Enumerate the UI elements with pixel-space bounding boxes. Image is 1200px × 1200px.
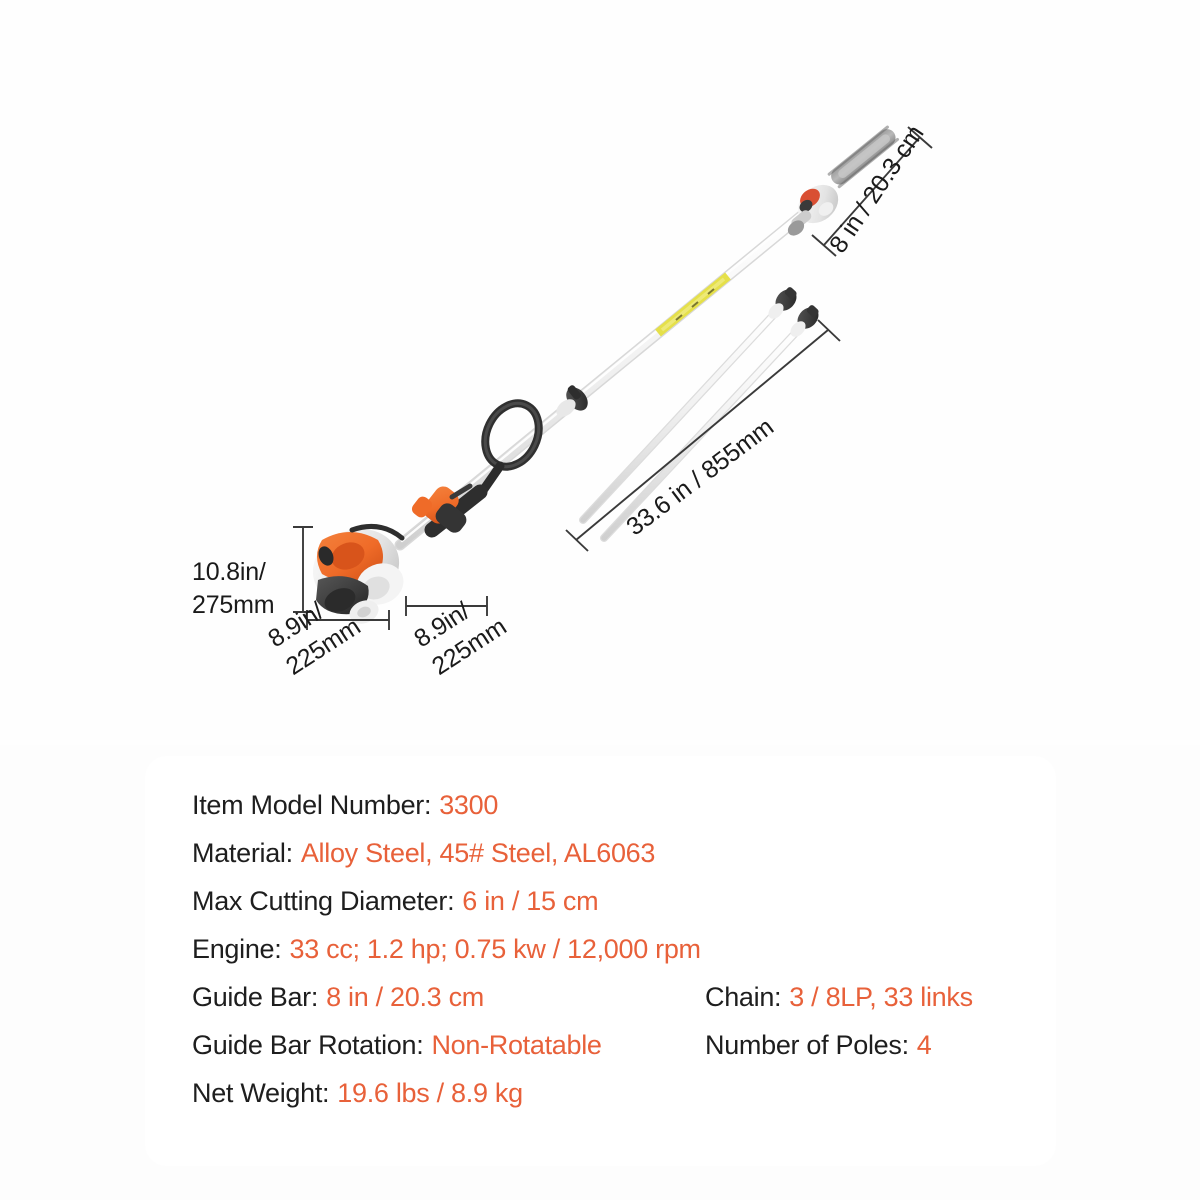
dim-line-pole [565, 319, 841, 552]
dim-line-engine-height [293, 526, 313, 613]
spec-item: Item Model Number: 3300 [192, 790, 705, 821]
spec-value: 33 cc; 1.2 hp; 0.75 kw / 12,000 rpm [289, 934, 701, 964]
spec-label: Max Cutting Diameter: [192, 886, 455, 916]
dimension-label-engine-height: 10.8in/ 275mm [192, 556, 275, 622]
spec-row: Material: Alloy Steel, 45# Steel, AL6063 [192, 838, 1056, 886]
spec-row: Max Cutting Diameter: 6 in / 15 cm [192, 886, 1056, 934]
dim-line-engine-width-1 [306, 610, 390, 630]
spec-item: Number of Poles: 4 [705, 1030, 932, 1061]
spec-label: Material: [192, 838, 293, 868]
spec-item: Engine: 33 cc; 1.2 hp; 0.75 kw / 12,000 … [192, 934, 705, 965]
spec-value: 3 / 8LP, 33 links [789, 982, 973, 1012]
dim-line-engine-width-2 [405, 596, 488, 616]
spec-label: Guide Bar Rotation: [192, 1030, 424, 1060]
dimension-label-engine-height-line1: 10.8in/ [192, 558, 266, 586]
spec-row: Item Model Number: 3300 [192, 790, 1056, 838]
engine-block [312, 523, 405, 624]
product-image-figure: 8 in / 20.3 cm 33.6 in / 855mm 10.8in/ 2… [192, 120, 933, 681]
throttle-grip [411, 483, 488, 538]
spec-item: Material: Alloy Steel, 45# Steel, AL6063 [192, 838, 705, 869]
spec-value: Alloy Steel, 45# Steel, AL6063 [300, 838, 656, 868]
spec-item: Guide Bar: 8 in / 20.3 cm [192, 982, 705, 1013]
spec-label: Item Model Number: [192, 790, 432, 820]
spec-value: Non-Rotatable [431, 1030, 602, 1060]
spec-value: 3300 [439, 790, 499, 820]
pole-coupler-2 [790, 305, 819, 337]
extension-poles [579, 287, 819, 542]
spec-label: Engine: [192, 934, 282, 964]
dim-line-guide-bar [811, 126, 933, 257]
spec-item: Guide Bar Rotation: Non-Rotatable [192, 1030, 705, 1061]
spec-value: 8 in / 20.3 cm [326, 982, 484, 1012]
spec-label: Number of Poles: [705, 1030, 909, 1060]
spec-label: Chain: [705, 982, 782, 1012]
spec-row: Engine: 33 cc; 1.2 hp; 0.75 kw / 12,000 … [192, 934, 1056, 982]
spec-row: Guide Bar: 8 in / 20.3 cm Chain: 3 / 8LP… [192, 982, 1056, 1030]
specification-card: Item Model Number: 3300 Material: Alloy … [145, 756, 1056, 1166]
spec-item: Chain: 3 / 8LP, 33 links [705, 982, 973, 1013]
spec-row: Guide Bar Rotation: Non-Rotatable Number… [192, 1030, 1056, 1078]
pruner-head-group [787, 125, 900, 236]
pole-coupler-1 [768, 287, 797, 319]
shaft-warning-decal [655, 272, 731, 337]
spec-item: Net Weight: 19.6 lbs / 8.9 kg [192, 1078, 705, 1109]
spec-label: Guide Bar: [192, 982, 319, 1012]
spec-value: 6 in / 15 cm [462, 886, 599, 916]
dimension-lines [293, 126, 933, 630]
spec-value: 19.6 lbs / 8.9 kg [337, 1078, 523, 1108]
spec-row: Net Weight: 19.6 lbs / 8.9 kg [192, 1078, 1056, 1126]
shaft-coupler-clamp [556, 385, 588, 417]
dimension-label-engine-height-line2: 275mm [192, 591, 275, 619]
spec-item: Max Cutting Diameter: 6 in / 15 cm [192, 886, 705, 917]
spec-label: Net Weight: [192, 1078, 330, 1108]
pole-saw-illustration [293, 125, 933, 630]
spec-value: 4 [916, 1030, 932, 1060]
